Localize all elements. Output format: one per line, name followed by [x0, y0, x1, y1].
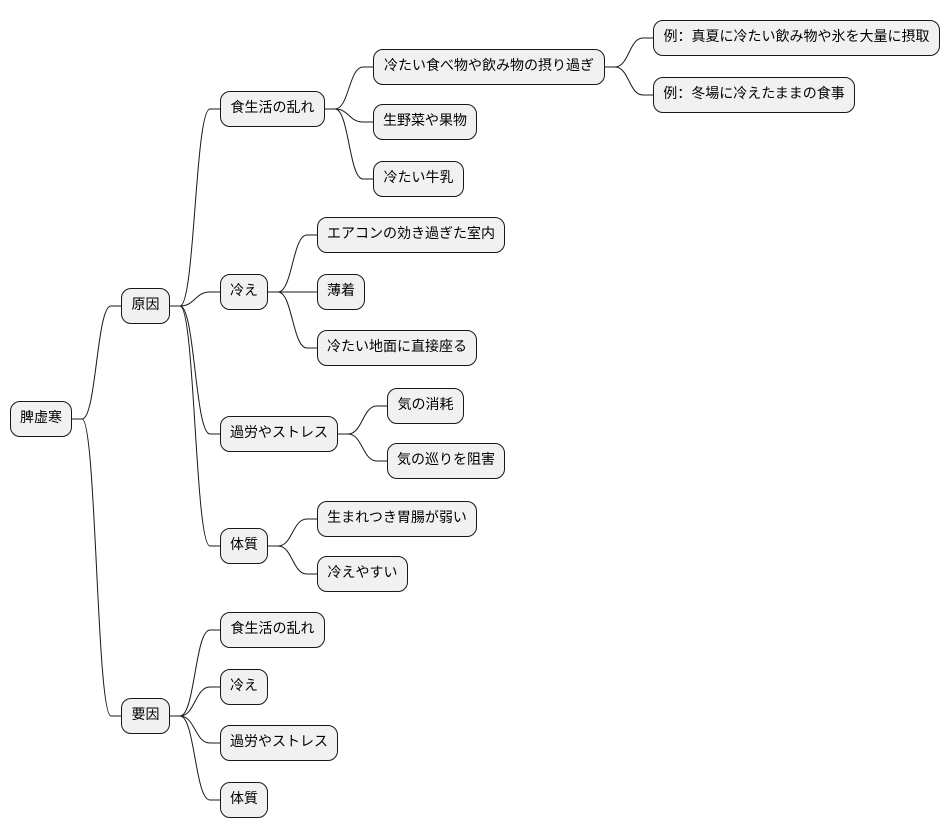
connector-line [268, 234, 317, 293]
cold-detail-light-clothing: 薄着 [317, 274, 365, 310]
connector-line [338, 433, 387, 462]
connector-line [170, 686, 220, 717]
connector-line [72, 305, 121, 420]
example-node-summer-ice: 例：真夏に冷たい飲み物や氷を大量に摂取 [653, 20, 940, 56]
connector-line [170, 291, 220, 307]
connector-line [605, 66, 653, 96]
fatigue-detail-qi-depletion: 気の消耗 [387, 388, 464, 424]
diet-detail-raw-vegetables: 生野菜や果物 [373, 104, 477, 140]
connector-line [170, 715, 220, 801]
cold-detail-cold-ground: 冷たい地面に直接座る [317, 330, 477, 366]
diet-detail-cold-food: 冷たい食べ物や飲み物の摂り過ぎ [373, 49, 605, 85]
constitution-detail-chills-easily: 冷えやすい [317, 556, 408, 592]
cause-node-constitution: 体質 [220, 528, 268, 564]
factor-node-fatigue: 過労やストレス [220, 725, 338, 761]
cause-node-cold: 冷え [220, 274, 268, 310]
connector-line [268, 545, 317, 575]
factor-node-cold: 冷え [220, 669, 268, 705]
branch-node-causes: 原因 [121, 288, 170, 324]
example-node-winter-meal: 例：冬場に冷えたままの食事 [653, 77, 855, 113]
connector-line [170, 305, 220, 435]
factor-node-constitution: 体質 [220, 782, 268, 818]
cause-node-fatigue: 過労やストレス [220, 416, 338, 452]
connector-line [325, 66, 373, 110]
diet-detail-cold-milk: 冷たい牛乳 [373, 161, 464, 197]
connector-line [338, 405, 387, 435]
connector-line [268, 291, 317, 349]
connector-line [170, 305, 220, 547]
factor-node-diet: 食生活の乱れ [220, 612, 325, 648]
root-node: 脾虚寒 [10, 401, 72, 437]
constitution-detail-weak-stomach: 生まれつき胃腸が弱い [317, 501, 477, 537]
connector-line [72, 418, 121, 717]
connector-line [170, 629, 220, 717]
cold-detail-aircon: エアコンの効き過ぎた室内 [317, 217, 505, 253]
connector-line [325, 108, 373, 180]
connector-line [605, 37, 653, 68]
connector-line [268, 518, 317, 547]
connector-line [170, 715, 220, 744]
connector-line [325, 108, 373, 123]
connector-line [170, 108, 220, 307]
fatigue-detail-qi-blockage: 気の巡りを阻害 [387, 443, 505, 479]
branch-node-factors: 要因 [121, 698, 170, 734]
cause-node-diet: 食生活の乱れ [220, 91, 325, 127]
